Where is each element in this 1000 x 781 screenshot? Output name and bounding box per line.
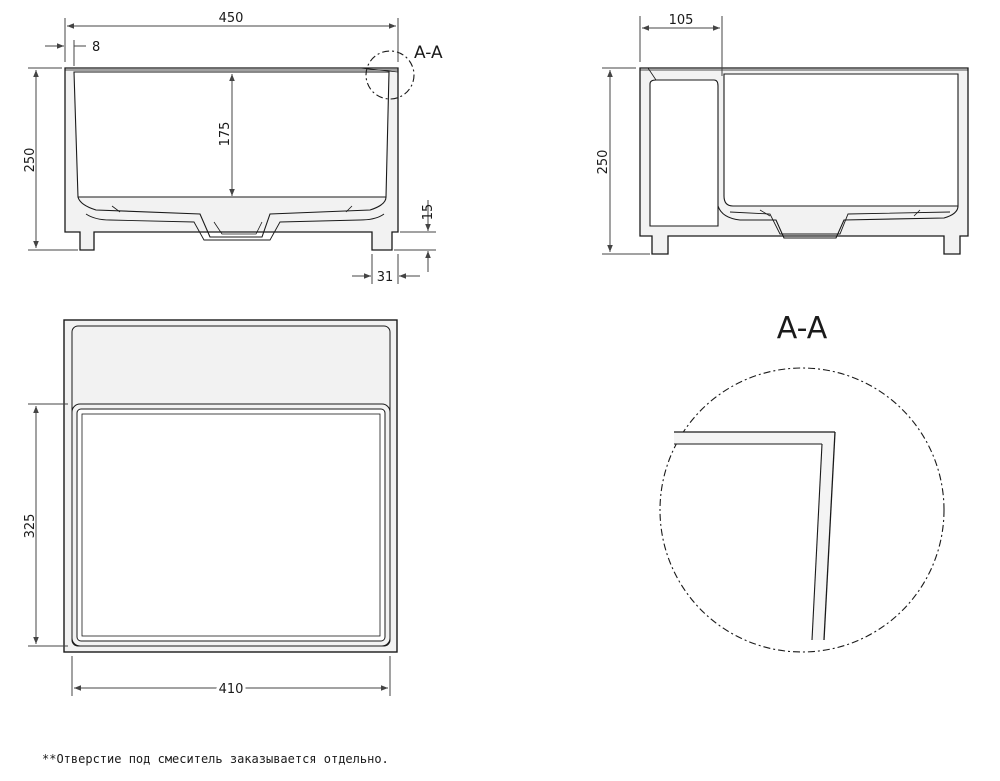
dim-inner-depth: 175: [218, 122, 233, 147]
plan-view: [63, 319, 398, 653]
dim-front-height: 250: [23, 148, 38, 173]
dim-base-height: 15: [421, 204, 436, 221]
dim-plan-inner-length: 325: [23, 514, 38, 539]
plan-dimensions: 325 410: [23, 403, 391, 700]
side-dimensions: 105 250: [596, 13, 723, 255]
dim-front-width: 450: [219, 11, 244, 26]
front-dimensions: 450 8 250 175 15 31: [23, 11, 436, 285]
side-view: [639, 67, 969, 255]
footnote: **Отверстие под смеситель заказывается о…: [42, 752, 389, 766]
section-title: A-A: [777, 311, 828, 346]
section-marker: A-A: [365, 43, 443, 100]
dim-side-height: 250: [596, 150, 611, 175]
dim-foot-width: 31: [377, 270, 394, 285]
dim-side-top-offset: 105: [669, 13, 694, 28]
dim-plan-inner-width: 410: [219, 682, 244, 697]
section-detail: A-A: [659, 311, 945, 653]
section-marker-label: A-A: [414, 43, 443, 63]
dim-front-wall: 8: [92, 40, 100, 55]
